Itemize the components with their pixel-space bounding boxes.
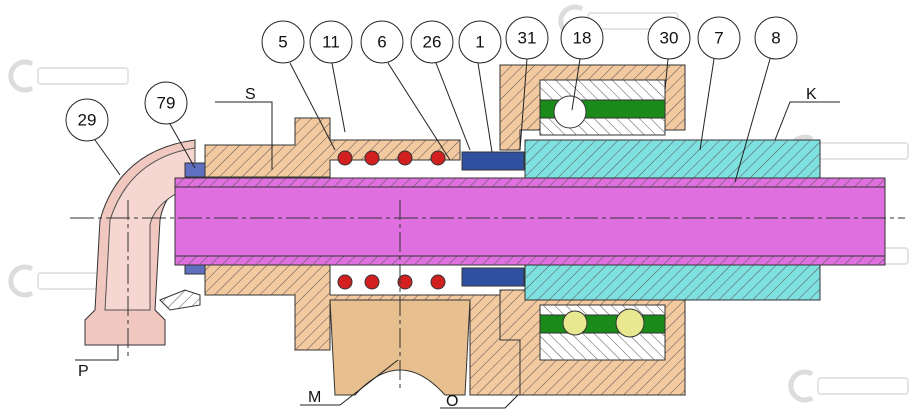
sleeve-part-7 bbox=[524, 139, 821, 301]
label-S: S bbox=[245, 86, 256, 103]
part-callout-6: 6 bbox=[360, 20, 404, 64]
svg-text:31: 31 bbox=[518, 29, 537, 48]
part-callout-8: 8 bbox=[754, 16, 798, 60]
label-M: M bbox=[308, 389, 321, 406]
svg-text:11: 11 bbox=[322, 33, 340, 52]
seal-ring-79 bbox=[184, 162, 208, 178]
part-callout-29: 29 bbox=[65, 98, 109, 142]
part-callout-5: 5 bbox=[261, 20, 305, 64]
seal-part-1-lower bbox=[461, 267, 525, 287]
leader-lines bbox=[75, 58, 840, 409]
svg-text:79: 79 bbox=[157, 94, 176, 113]
bearing-part-18 bbox=[539, 79, 666, 361]
part-callout-26: 26 bbox=[410, 20, 454, 64]
svg-text:8: 8 bbox=[771, 29, 780, 48]
part-callout-30: 30 bbox=[647, 16, 691, 60]
label-P: P bbox=[78, 363, 89, 380]
label-O: O bbox=[446, 393, 458, 410]
part-callout-11: 11 bbox=[309, 20, 353, 64]
svg-text:18: 18 bbox=[573, 29, 592, 48]
svg-text:1: 1 bbox=[475, 33, 484, 52]
seal-part-1 bbox=[461, 151, 525, 171]
part-callout-7: 7 bbox=[697, 16, 741, 60]
pipe-part-8 bbox=[174, 177, 886, 266]
spring-part-6 bbox=[337, 150, 446, 290]
label-K: K bbox=[806, 86, 817, 103]
svg-text:26: 26 bbox=[423, 33, 442, 52]
part-callout-18: 18 bbox=[560, 16, 604, 60]
svg-text:30: 30 bbox=[660, 29, 679, 48]
svg-text:7: 7 bbox=[714, 29, 723, 48]
svg-text:5: 5 bbox=[278, 33, 287, 52]
svg-text:29: 29 bbox=[78, 111, 97, 130]
part-callout-31: 31 bbox=[505, 16, 549, 60]
svg-text:6: 6 bbox=[377, 33, 386, 52]
part-callout-1: 1 bbox=[458, 20, 502, 64]
part-callout-79: 79 bbox=[144, 81, 188, 125]
